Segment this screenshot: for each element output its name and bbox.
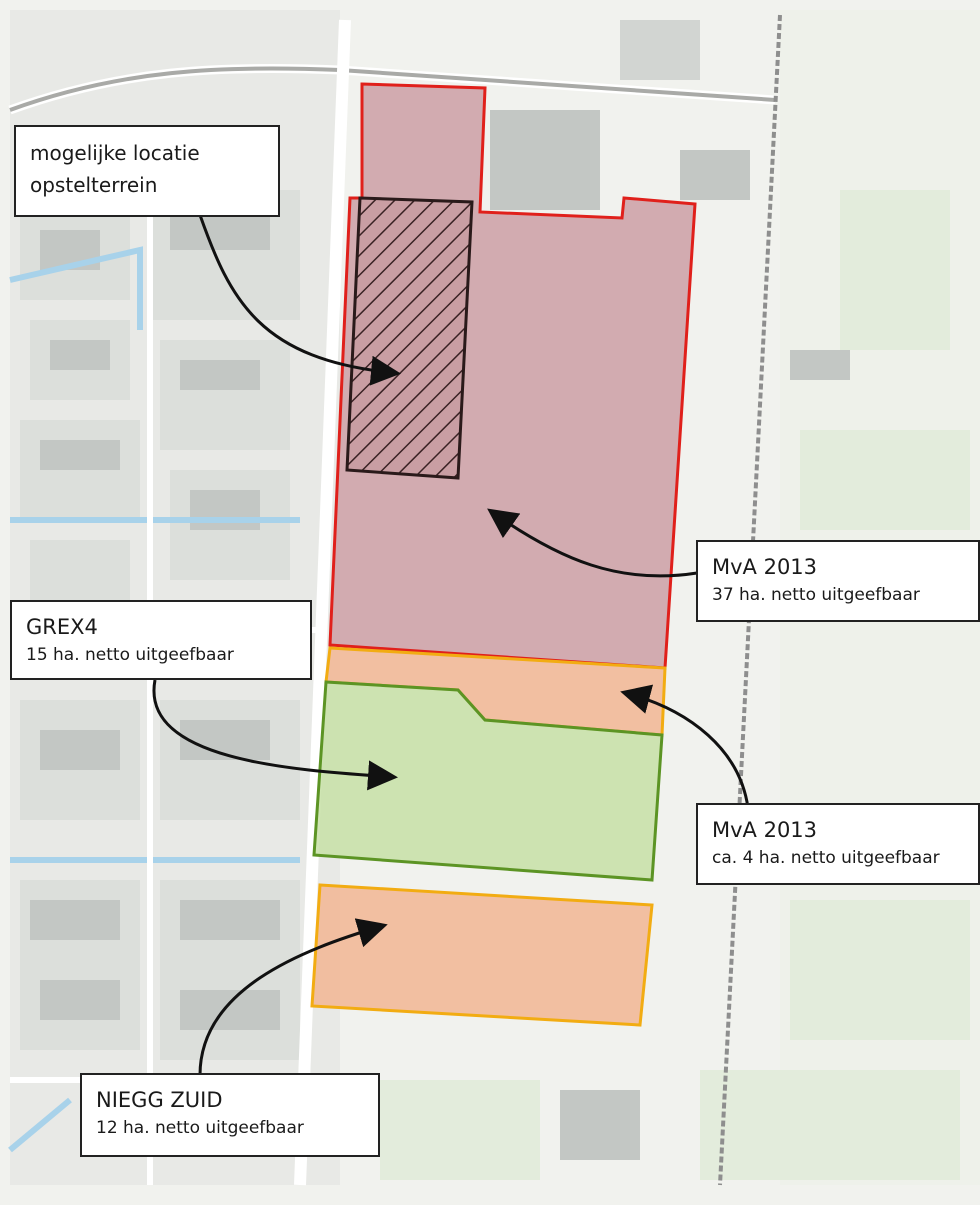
arrow-niegg-zuid	[198, 918, 388, 1076]
label-niegg-zuid: NIEGG ZUID 12 ha. netto uitgeefbaar	[80, 1073, 380, 1157]
area-opstelterrein-hatched[interactable]	[345, 196, 474, 480]
label-niegg-zuid-line2: 12 ha. netto uitgeefbaar	[96, 1118, 304, 1138]
arrow-opstelterrein	[198, 214, 401, 386]
label-mva-strip-line1: MvA 2013	[712, 818, 818, 842]
label-grex4: GREX4 15 ha. netto uitgeefbaar	[10, 600, 312, 680]
label-mva-north-line2: 37 ha. netto uitgeefbaar	[712, 585, 920, 605]
label-opstelterrein-line1: mogelijke locatie	[30, 141, 200, 165]
buildings-north	[490, 20, 850, 1160]
label-mva-2013-north: MvA 2013 37 ha. netto uitgeefbaar	[696, 540, 980, 622]
label-grex4-line2: 15 ha. netto uitgeefbaar	[26, 645, 234, 665]
label-opstelterrein-line2: opstelterrein	[30, 173, 158, 197]
area-niegg-zuid[interactable]	[310, 883, 654, 1027]
leader-arrows	[152, 214, 750, 1076]
label-mva-north-line1: MvA 2013	[712, 555, 818, 579]
roads	[8, 19, 776, 1186]
label-mva-2013-strip: MvA 2013 ca. 4 ha. netto uitgeefbaar	[696, 803, 980, 885]
arrow-mva-strip	[620, 684, 750, 809]
label-mva-strip-line2: ca. 4 ha. netto uitgeefbaar	[712, 848, 940, 868]
arrow-grex4	[152, 679, 398, 791]
label-niegg-zuid-line1: NIEGG ZUID	[96, 1088, 223, 1112]
area-grex4[interactable]	[312, 680, 664, 882]
arrow-mva-north	[487, 508, 698, 578]
label-opstelterrein: mogelijke locatie opstelterrein	[14, 125, 280, 217]
label-grex4-line1: GREX4	[26, 615, 98, 639]
fields-east	[380, 10, 980, 1185]
